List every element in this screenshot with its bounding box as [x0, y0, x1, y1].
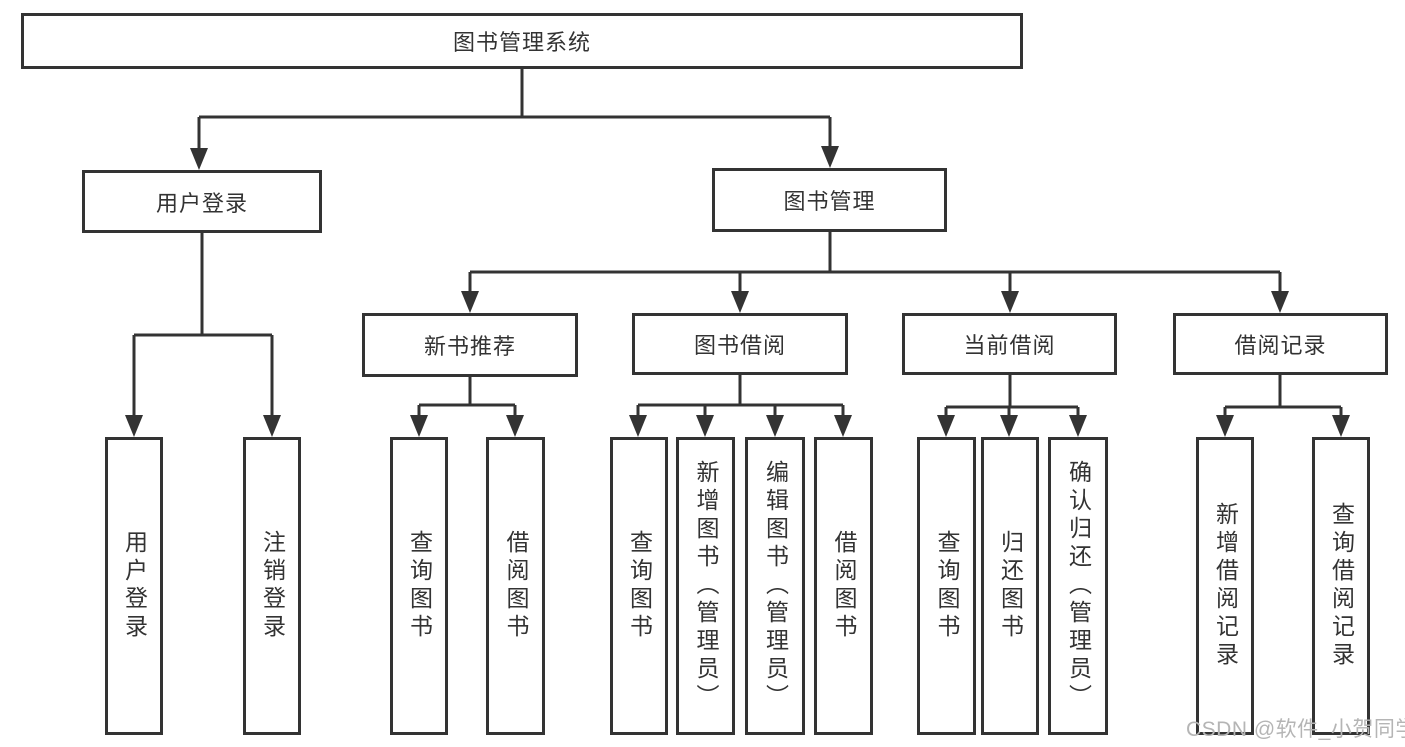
connector-root [197, 69, 832, 152]
arrow-down-icon [629, 415, 647, 437]
arrow-down-icon [263, 415, 281, 437]
node-label: 图书管理 [783, 189, 876, 214]
connector-book-management [468, 232, 1282, 295]
connector-borrowing [636, 375, 845, 419]
node-book-borrowing: 图书借阅 [632, 313, 848, 375]
arrow-down-icon [821, 146, 839, 168]
node-label: 查询借阅记录 [1328, 502, 1355, 670]
node-book-management: 图书管理 [712, 168, 947, 232]
node-label: 借阅图书 [831, 530, 857, 642]
node-label: 新增图书（管理员） [693, 460, 719, 712]
leaf-logout: 注销登录 [243, 437, 301, 735]
leaf-add-borrow-record: 新增借阅记录 [1196, 437, 1254, 735]
arrow-down-icon [125, 415, 143, 437]
node-current-borrowing: 当前借阅 [902, 313, 1117, 375]
arrow-down-icon [1271, 291, 1289, 313]
arrow-down-icon [1001, 291, 1019, 313]
node-new-book-recommendation: 新书推荐 [362, 313, 578, 377]
csdn-watermark: CSDN @软件_小贺同学 [1186, 718, 1405, 741]
node-label: 编辑图书（管理员） [762, 460, 789, 712]
arrow-down-icon [461, 291, 479, 313]
arrow-down-icon [696, 415, 714, 437]
node-book-management-system: 图书管理系统 [21, 13, 1023, 69]
connector-user-login [132, 233, 274, 419]
node-label: 查询图书 [626, 530, 653, 642]
arrow-down-icon [190, 148, 208, 170]
node-label: 当前借阅 [963, 333, 1056, 358]
node-label: 确认归还（管理员） [1065, 460, 1092, 712]
leaf-query-books-2: 查询图书 [610, 437, 668, 735]
leaf-query-books-1: 查询图书 [390, 437, 448, 735]
arrow-down-icon [1216, 415, 1234, 437]
arrow-down-icon [766, 415, 784, 437]
leaf-return-books: 归还图书 [981, 437, 1039, 735]
arrow-down-icon [937, 415, 955, 437]
arrow-down-icon [1069, 415, 1087, 437]
node-label: 查询图书 [934, 530, 960, 642]
leaf-user-login: 用户登录 [105, 437, 163, 735]
leaf-borrow-books-2: 借阅图书 [814, 437, 873, 735]
node-label: 图书借阅 [693, 333, 786, 358]
node-label: 用户登录 [121, 530, 148, 642]
arrow-down-icon [731, 291, 749, 313]
connector-current [944, 375, 1080, 419]
leaf-add-books-admin: 新增图书（管理员） [676, 437, 735, 735]
connector-new-book [417, 377, 517, 419]
arrow-down-icon [506, 415, 524, 437]
arrow-down-icon [1332, 415, 1350, 437]
node-label: 新书推荐 [423, 334, 516, 359]
leaf-query-books-3: 查询图书 [917, 437, 976, 735]
leaf-query-borrow-record: 查询借阅记录 [1312, 437, 1370, 735]
arrow-down-icon [410, 415, 428, 437]
node-label: 注销登录 [259, 530, 286, 642]
node-label: 借阅图书 [503, 530, 529, 642]
node-user-login: 用户登录 [82, 170, 322, 233]
node-label: 借阅记录 [1234, 333, 1327, 358]
node-label: 归还图书 [997, 530, 1024, 642]
arrow-down-icon [834, 415, 852, 437]
node-label: 图书管理系统 [452, 30, 591, 55]
arrow-down-icon [1000, 415, 1018, 437]
leaf-edit-books-admin: 编辑图书（管理员） [745, 437, 805, 735]
connector-records [1223, 375, 1343, 419]
leaf-confirm-return-admin: 确认归还（管理员） [1048, 437, 1108, 735]
leaf-borrow-books-1: 借阅图书 [486, 437, 545, 735]
node-label: 新增借阅记录 [1212, 502, 1239, 670]
node-label: 查询图书 [406, 530, 433, 642]
node-borrowing-records: 借阅记录 [1173, 313, 1388, 375]
node-label: 用户登录 [155, 190, 248, 216]
